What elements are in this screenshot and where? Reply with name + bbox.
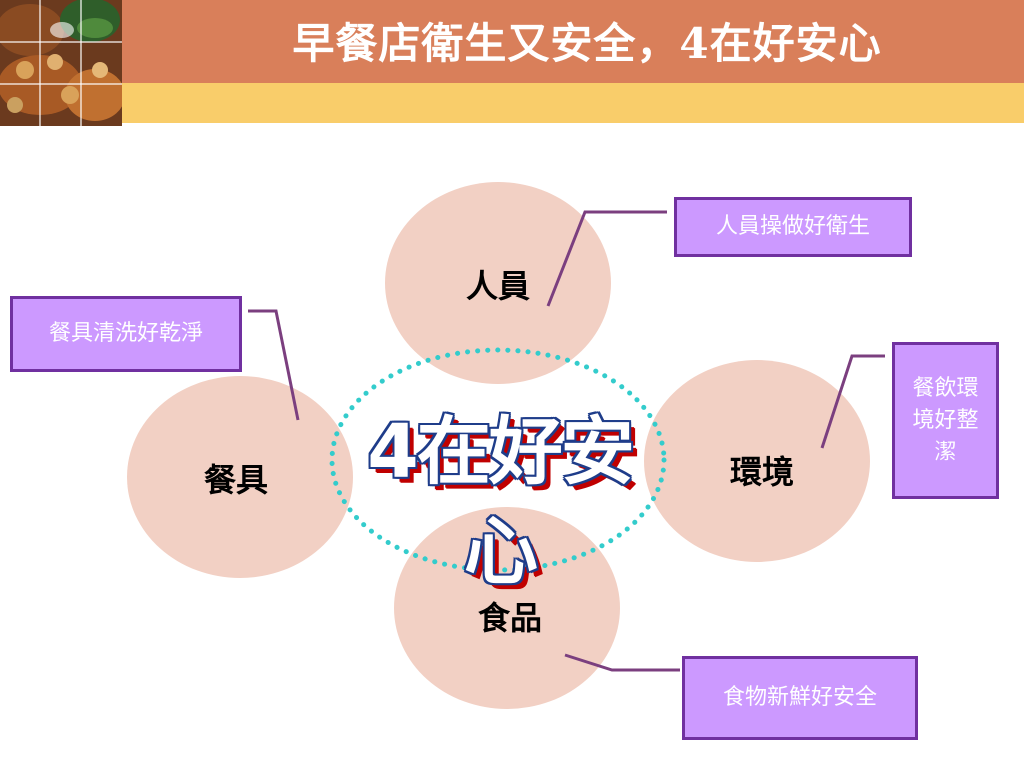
slide-title: 早餐店衛生又安全，4在好安心 bbox=[292, 19, 882, 68]
node-food-label: 食品 bbox=[477, 599, 542, 637]
food-photo bbox=[0, 0, 122, 126]
header-bar bbox=[0, 0, 1024, 83]
node-environment-label: 環境 bbox=[729, 453, 794, 491]
node-environment-circle bbox=[644, 360, 870, 562]
connector-utensils bbox=[248, 309, 300, 421]
callout-utensils: 餐具清洗好乾淨 bbox=[10, 296, 242, 372]
node-people-label: 人員 bbox=[465, 267, 530, 305]
callout-environment: 餐飲環境好整潔 bbox=[892, 342, 999, 499]
center-title: 4在好安心 bbox=[367, 409, 635, 595]
connector-environment bbox=[820, 354, 885, 449]
callout-people: 人員操做好衛生 bbox=[674, 197, 912, 257]
node-people-circle bbox=[385, 182, 611, 384]
center-dotted-ring bbox=[329, 347, 667, 573]
node-utensils-circle bbox=[127, 376, 353, 578]
header-stripe bbox=[0, 83, 1024, 123]
node-utensils-label: 餐具 bbox=[203, 461, 268, 499]
callout-food: 食物新鮮好安全 bbox=[682, 656, 918, 740]
connector-food bbox=[564, 653, 680, 672]
connector-people bbox=[546, 210, 667, 307]
node-food-circle bbox=[394, 507, 620, 709]
